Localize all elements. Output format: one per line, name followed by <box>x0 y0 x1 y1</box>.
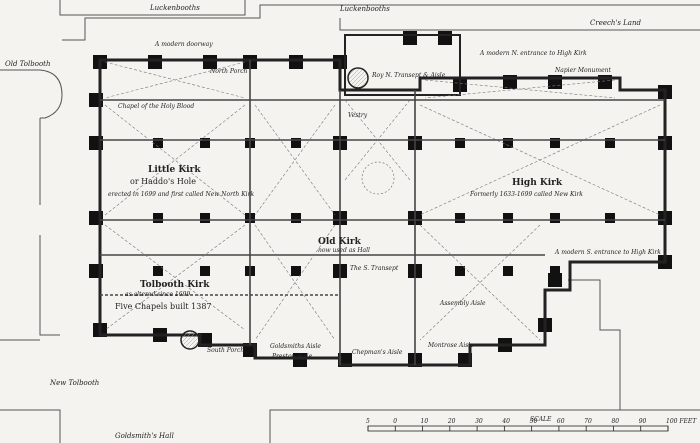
label-vestry: Vestry <box>348 112 368 119</box>
scale-tick-label: 10 <box>421 418 429 425</box>
label-little-kirk: Little Kirk <box>148 165 201 175</box>
interior-walls <box>100 60 665 365</box>
scale-tick-label: 70 <box>584 418 592 425</box>
pillar <box>455 266 465 276</box>
label-napier-monument: Napier Monument <box>554 67 612 74</box>
label-high-kirk-note: Formerly 1633-1699 called New Kirk <box>469 191 583 198</box>
label-scale: SCALE <box>530 416 552 423</box>
pillar <box>200 138 210 148</box>
pillar <box>503 213 513 223</box>
scale-tick-label: 30 <box>475 418 483 425</box>
buttress <box>289 55 303 69</box>
pillar <box>291 266 301 276</box>
stair-turret-north <box>347 67 369 89</box>
scale-tick-label: 20 <box>447 418 456 425</box>
scale-tick-label: 80 <box>611 418 619 425</box>
buttress <box>148 55 162 69</box>
label-creech-land: Creech's Land <box>590 19 641 27</box>
pillar <box>550 138 560 148</box>
label-chepman-aisle: Chepman's Aisle <box>352 349 403 356</box>
label-south-porch: South Porch <box>207 347 244 354</box>
scale-tick-label: 90 <box>639 418 647 425</box>
scale-tick-label: 60 <box>557 418 565 425</box>
pillar <box>503 138 513 148</box>
label-preston-aisle: Preston Aisle <box>271 353 313 360</box>
pillar <box>200 213 210 223</box>
scale-tick-label: 40 <box>501 418 510 425</box>
buttress <box>403 31 417 45</box>
label-chapel: Chapel of the Holy Blood <box>118 103 194 110</box>
buttress <box>203 55 217 69</box>
label-five-chapels: Five Chapels built 1387 <box>115 302 212 311</box>
buttress <box>548 273 562 287</box>
label-tolbooth-note: as altered since 1699 <box>125 291 190 298</box>
label-north-porch: North Porch <box>209 68 248 75</box>
label-haddos-hole: or Haddo's Hole <box>130 177 196 186</box>
scale-tick-label: 5 <box>366 418 370 425</box>
label-little-kirk-note: erected in 1699 and first called New Nor… <box>108 191 254 198</box>
label-old-tolbooth: Old Tolbooth <box>5 60 51 68</box>
buttress <box>438 31 452 45</box>
pillar <box>153 266 163 276</box>
stair-turret-south <box>180 330 200 350</box>
pillar <box>153 213 163 223</box>
label-assembly-aisle: Assembly Aisle <box>439 300 486 307</box>
scale-tick-label: 0 <box>393 418 397 425</box>
pillar <box>503 266 513 276</box>
pillar <box>200 266 210 276</box>
label-modern-doorway: A modern doorway <box>154 41 213 48</box>
label-modern-entrance-s: A modern S. entrance to High Kirk <box>554 249 661 256</box>
crossing-boss <box>361 161 395 195</box>
generated-elements <box>89 31 672 367</box>
pillar <box>605 138 615 148</box>
outer-walls <box>98 34 667 367</box>
label-old-kirk: Old Kirk <box>318 237 362 247</box>
label-high-kirk: High Kirk <box>512 178 563 188</box>
pillar <box>291 213 301 223</box>
pillar <box>550 266 560 276</box>
label-old-kirk-note: now used as Hall <box>318 247 370 254</box>
pillar <box>605 213 615 223</box>
label-roy-transept: Roy N. Transept & Aisle <box>371 72 446 79</box>
label-goldsmiths-aisle: Goldsmiths Aisle <box>270 343 321 350</box>
scale-tick-label: 100 FEET <box>666 418 697 425</box>
label-s-transept: The S. Transept <box>350 265 399 272</box>
vault-lines <box>104 61 661 341</box>
label-montrose-aisle: Montrose Aisle <box>427 342 474 349</box>
plan-labels: Luckenbooths Luckenbooths Creech's Land … <box>5 4 661 440</box>
label-new-tolbooth: New Tolbooth <box>49 379 99 387</box>
label-luckenbooths-right: Luckenbooths <box>339 5 390 13</box>
label-luckenbooths-left: Luckenbooths <box>149 4 200 12</box>
label-goldsmiths-hall: Goldsmith's Hall <box>115 432 174 440</box>
pillar <box>153 138 163 148</box>
scale-tick-label: 50 <box>530 418 538 425</box>
label-modern-entrance-n: A modern N. entrance to High Kirk <box>479 50 587 57</box>
pillar <box>550 213 560 223</box>
label-tolbooth-kirk: Tolbooth Kirk <box>140 280 210 290</box>
pillar <box>455 213 465 223</box>
pillar <box>291 138 301 148</box>
pillar <box>455 138 465 148</box>
